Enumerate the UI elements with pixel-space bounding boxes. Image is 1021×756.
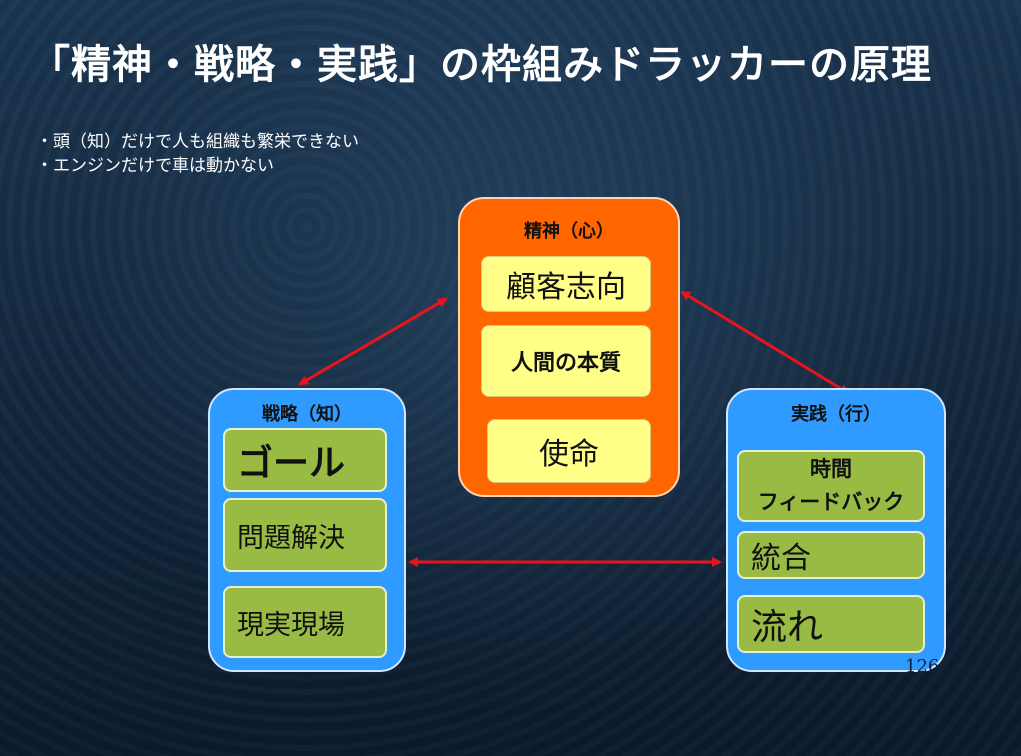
practice-group: 実践（行） 時間 フィードバック 統合 流れ: [726, 388, 946, 672]
practice-item-feedback-label: フィードバック: [757, 490, 905, 514]
spirit-group-title: 精神（心）: [524, 221, 614, 242]
practice-item-flow: 流れ: [737, 595, 925, 653]
arrow-spirit-practice: [680, 290, 850, 395]
bullet-item: ・エンジンだけで車は動かない: [36, 156, 274, 176]
practice-item-time-label: 時間: [810, 457, 852, 481]
strategy-item-problem-solving: 問題解決: [223, 498, 387, 572]
strategy-item-goal: ゴール: [223, 428, 387, 492]
strategy-item-reality: 現実現場: [223, 586, 387, 658]
practice-item-integration: 統合: [737, 531, 925, 579]
page-number: 126: [905, 656, 940, 677]
spirit-item-human-nature: 人間の本質: [481, 325, 651, 397]
bullet-item: ・頭（知）だけで人も組織も繁栄できない: [36, 132, 359, 152]
spirit-group: 精神（心） 顧客志向 人間の本質 使命: [458, 197, 680, 497]
strategy-group: 戦略（知） ゴール 問題解決 現実現場: [208, 388, 406, 672]
arrow-spirit-strategy: [298, 297, 448, 386]
spirit-item-customer-focus: 顧客志向: [481, 256, 651, 312]
bullet-list: ・頭（知）だけで人も組織も繁栄できない ・エンジンだけで車は動かない: [36, 130, 359, 178]
practice-group-title: 実践（行）: [791, 404, 881, 425]
slide-title: 「精神・戦略・実践」の枠組みドラッカーの原理: [30, 42, 932, 88]
spirit-item-mission: 使命: [487, 419, 651, 483]
strategy-group-title: 戦略（知）: [262, 404, 352, 425]
practice-item-time-feedback: 時間 フィードバック: [737, 450, 925, 522]
